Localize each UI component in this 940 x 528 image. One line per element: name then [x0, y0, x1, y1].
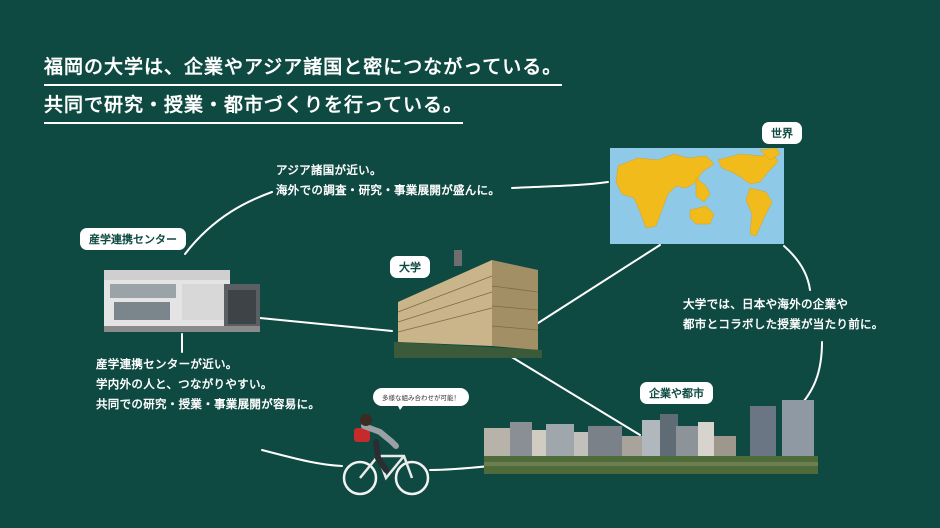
connector-bike-companies	[429, 465, 491, 471]
connector-university-world	[534, 244, 661, 326]
continent-south-america	[745, 187, 773, 237]
collab-text: 大学では、日本や海外の企業や 都市とコラボした授業が当たり前に。	[683, 297, 884, 331]
continent-east-asia	[695, 177, 711, 203]
center-text: 産学連携センターが近い。 学内外の人と、つながりやすい。 共同での研究・授業・事…	[96, 357, 321, 411]
headline-line-2: 共同で研究・授業・都市づくりを行っている。	[44, 90, 464, 124]
asia-text: アジア諸国が近い。 海外での調査・研究・事業展開が盛んに。	[276, 163, 501, 197]
city-skyline-image	[484, 400, 818, 474]
continent-north-america	[717, 151, 779, 185]
connector-asia-world	[511, 181, 609, 189]
world-label: 世界	[762, 122, 802, 144]
connector-center-asia	[184, 191, 273, 255]
continent-greenland	[759, 148, 781, 161]
speech-bubble: 多様な組み合わせが可能！	[373, 388, 469, 406]
companies-city-label: 企業や都市	[640, 382, 713, 404]
continent-afro-eurasia	[615, 153, 715, 229]
headline-line-1: 福岡の大学は、企業やアジア諸国と密につながっている。	[44, 52, 563, 86]
industry-center-building-image	[104, 270, 260, 332]
speech-bubble-tail	[396, 402, 406, 410]
cyclist-image	[342, 414, 430, 496]
connector-center-university	[259, 317, 393, 332]
continent-australia	[689, 205, 715, 225]
connector-text-bike	[261, 449, 343, 467]
connector-university-companies	[509, 355, 641, 436]
world-map-image	[610, 148, 784, 244]
university-label: 大学	[390, 256, 430, 278]
connector-world-collab	[783, 245, 811, 291]
industry-center-label: 産学連携センター	[80, 228, 186, 250]
university-building-image	[394, 250, 542, 358]
